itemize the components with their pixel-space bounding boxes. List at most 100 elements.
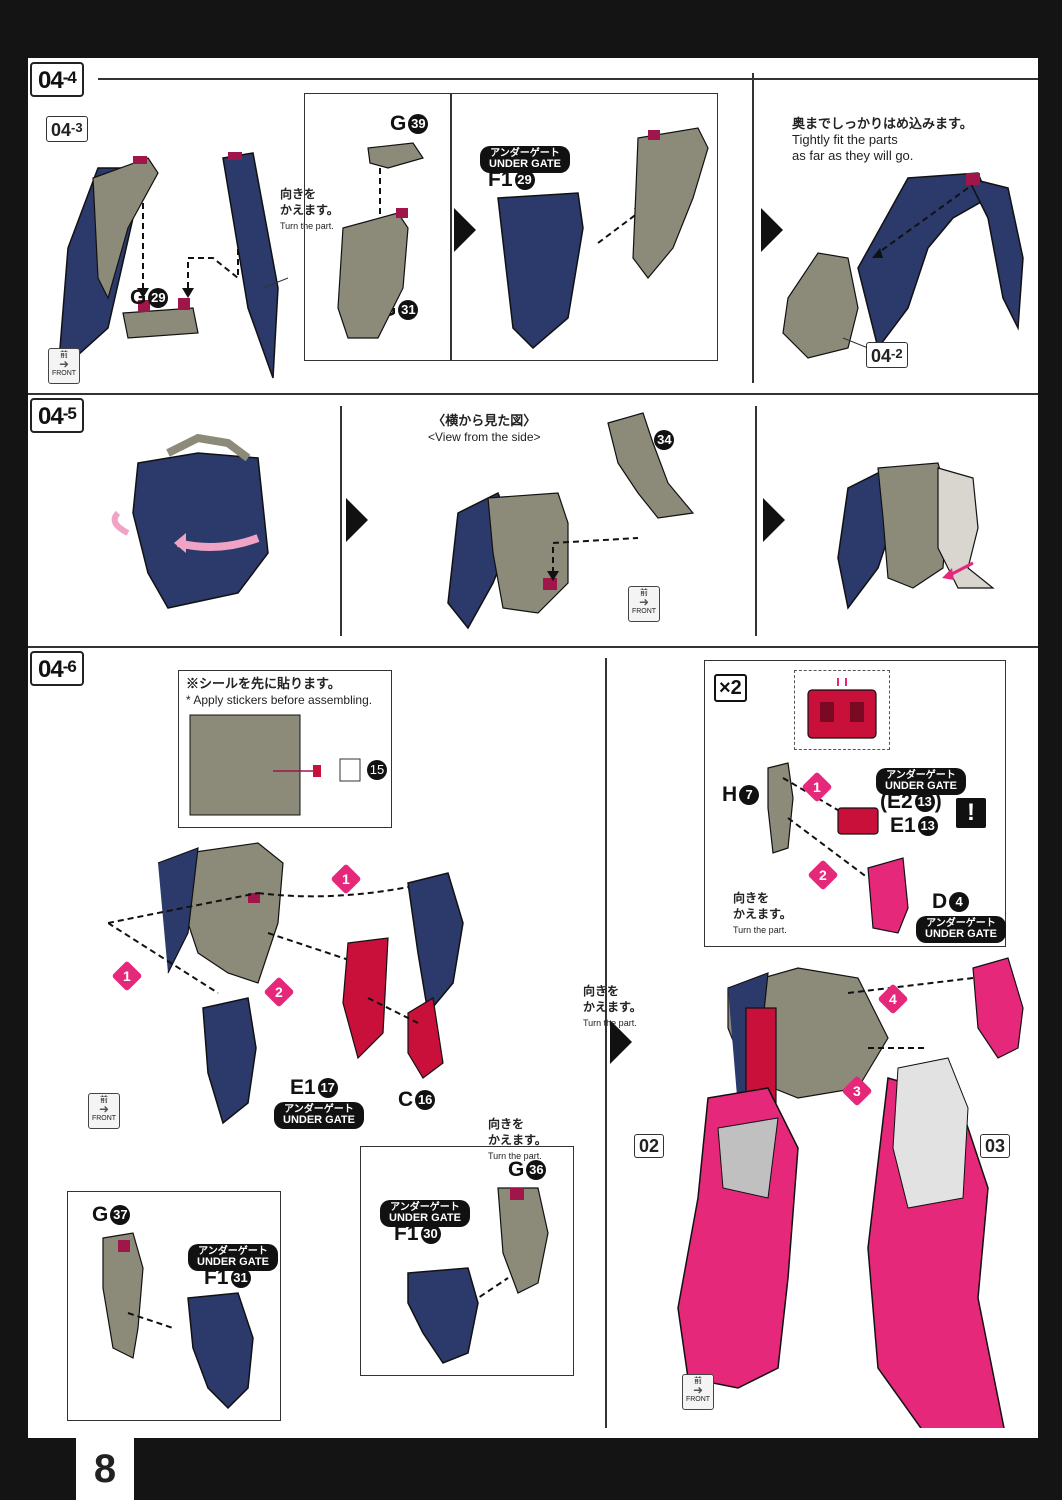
under-gate-en: UNDER GATE (925, 929, 997, 940)
sticker-piece (313, 765, 321, 777)
part-label-e1-17: E117 (290, 1076, 338, 1100)
rotate-hint-arrow (115, 513, 128, 533)
ref-number: 03 (985, 1136, 1005, 1156)
sticker-illustration (188, 713, 388, 823)
step-number: 1 (123, 965, 131, 987)
peg-marker (396, 208, 408, 218)
section-column-divider (752, 73, 754, 383)
step-number: 1 (342, 868, 350, 890)
step-number: 1 (813, 776, 821, 798)
e1-13-part (838, 808, 878, 834)
section-subnumber: 4 (67, 68, 75, 87)
step-number: 2 (819, 864, 827, 886)
section-column-divider (605, 658, 607, 1428)
armor-part-navy (858, 173, 988, 348)
ref-tag-02: 02 (634, 1134, 664, 1158)
part-number: 13 (918, 816, 938, 836)
frame-part-gray (93, 158, 158, 298)
quantity-text: ×2 (719, 677, 742, 699)
turn-note-en: Turn the part. (733, 922, 792, 938)
dashed-guide (848, 978, 973, 993)
armor-part-navy (223, 153, 278, 378)
part-number: 7 (739, 785, 759, 805)
section-number: 04 (38, 656, 63, 683)
part-label-g36: G36 (508, 1158, 546, 1182)
part-runner: G (508, 1158, 524, 1181)
turn-note-jp: 向きを かえます。 (488, 1116, 547, 1148)
arrow-right-icon: ➜ (49, 359, 79, 370)
part-number: 17 (318, 1078, 338, 1098)
flow-arrow (346, 498, 368, 542)
arrow-right-icon: ➜ (89, 1104, 119, 1115)
c16-part-red (408, 998, 443, 1078)
sticker-icon (340, 759, 360, 781)
frame-core-gray (783, 253, 858, 358)
guide-arrowhead (182, 288, 194, 298)
sticker-note-en: * Apply stickers before assembling. (186, 693, 372, 707)
under-gate-en: UNDER GATE (283, 1115, 355, 1126)
box-divider (450, 93, 452, 361)
part-number: 16 (415, 1090, 435, 1110)
f1-31-armor-navy (188, 1293, 253, 1408)
peg-marker (966, 173, 980, 185)
slot-detail (820, 702, 834, 722)
leg-03-upper-white (893, 1058, 968, 1208)
motion-arrowhead (942, 568, 954, 580)
shield-part-navy (133, 453, 268, 608)
section-divider (28, 646, 1038, 648)
fit-note-jp: 奥までしっかりはめ込みます。 (792, 116, 973, 132)
part-runner: H (722, 783, 737, 806)
f1-29-armor-navy (498, 193, 583, 348)
d4-part (868, 858, 908, 933)
part-runner: E1 (290, 1076, 316, 1099)
sticker-number: 15 (367, 760, 387, 780)
g29-part (123, 308, 198, 338)
turn-note: 向きを かえます。 Turn the part. (488, 1116, 547, 1164)
section-number: 04 (38, 67, 63, 94)
slot-detail (850, 702, 864, 722)
flow-arrow (763, 498, 785, 542)
assembly-illustration-04-6-final (628, 948, 1038, 1428)
assembly-illustration-g39-g31 (318, 128, 448, 358)
section-tag-04-6: 04-6 (30, 651, 84, 686)
dashed-guide (598, 213, 638, 243)
arrow-right-icon: ➜ (683, 1385, 713, 1396)
peg-marker (543, 578, 557, 590)
section-tag-04-4: 04-4 (30, 62, 84, 97)
section-subnumber: 6 (67, 657, 75, 676)
quantity-x2-badge: ×2 (714, 674, 747, 702)
leg-02-inner-gray (718, 1118, 778, 1198)
d4-part-attaching (973, 958, 1023, 1058)
section-number: 04 (38, 403, 63, 430)
peg-marker (648, 130, 660, 140)
assembly-illustration-04-5a (108, 433, 318, 613)
peg-marker (178, 298, 190, 310)
fit-note: 奥までしっかりはめ込みます。 Tightly fit the parts as … (792, 116, 973, 164)
ref-tag-04-2: 04-2 (866, 342, 908, 368)
sticker-note: ※シールを先に貼ります。 * Apply stickers before ass… (186, 676, 372, 708)
step-number: 4 (889, 988, 897, 1010)
g34-part (608, 413, 693, 518)
part-runner: D (932, 890, 947, 913)
ref-number: 04 (871, 346, 891, 366)
section-tag-04-5: 04-5 (30, 398, 84, 433)
part-number: 4 (949, 892, 969, 912)
flow-arrow (454, 208, 476, 252)
part-runner: G (130, 286, 146, 309)
assembly-illustration-04-5b (418, 403, 718, 638)
g36-part (498, 1188, 548, 1293)
part-label-g37: G37 (92, 1203, 130, 1227)
frame-core-gray (488, 493, 568, 613)
front-en: FRONT (686, 1396, 710, 1403)
page-number: 8 (76, 1438, 134, 1500)
part-number: 37 (110, 1205, 130, 1225)
peg-marker (510, 1188, 524, 1200)
front-direction-icon: 前➜FRONT (682, 1374, 714, 1410)
front-direction-icon: 前➜FRONT (88, 1093, 120, 1129)
f1-30-armor-navy (408, 1268, 478, 1363)
front-direction-icon: 前➜FRONT (48, 348, 80, 384)
zoom-part-illustration (800, 674, 884, 746)
